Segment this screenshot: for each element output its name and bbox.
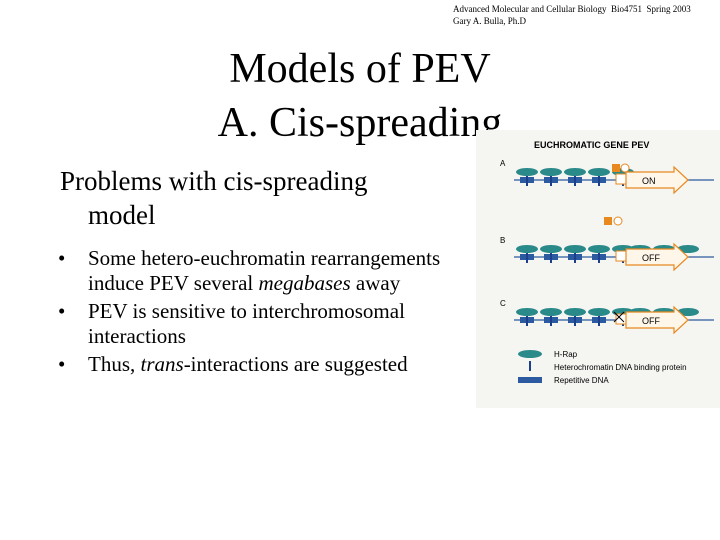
bullet-emphasis: megabases [258, 271, 351, 295]
h-rap-protein [540, 308, 562, 316]
h-rap-protein [516, 308, 538, 316]
bullet-text: Some hetero-euchromatin rearrangements i… [88, 246, 441, 295]
panel-letter: A [500, 159, 506, 168]
bullet-item: • Thus, trans-interactions are suggested [58, 352, 478, 377]
bullet-dot: • [58, 299, 66, 323]
legend-dna-swatch [518, 377, 542, 383]
activator-circle [613, 216, 623, 226]
gene-state: OFF [642, 316, 660, 326]
diagram-panel: A ON [500, 159, 714, 195]
h-rap-protein [588, 245, 610, 253]
h-rap-protein [564, 245, 586, 253]
bullet-dot: • [58, 246, 66, 270]
lead-line2: model [88, 200, 156, 230]
lead-text: Problems with cis-spreading model [60, 164, 480, 232]
diagram-panels: A ON B OFF C OFF [500, 159, 714, 335]
bullet-item: • Some hetero-euchromatin rearrangements … [58, 246, 478, 296]
h-rap-protein [564, 168, 586, 176]
panel-letter: C [500, 299, 506, 308]
gene-state: OFF [642, 253, 660, 263]
panel-letter: B [500, 236, 505, 245]
course-header: Advanced Molecular and Cellular Biology … [453, 3, 691, 27]
diagram-panel: C OFF [500, 299, 714, 335]
h-rap-protein [588, 168, 610, 176]
activator-square [604, 217, 612, 225]
lead-line1: Problems with cis-spreading [60, 166, 368, 196]
gene-arrow [625, 305, 689, 335]
h-rap-protein [677, 308, 699, 316]
block-mark [613, 311, 625, 323]
h-rap-protein [677, 245, 699, 253]
legend-label: Heterochromatin DNA binding protein [554, 363, 687, 372]
legend-label: Repetitive DNA [554, 376, 609, 385]
legend-label: H-Rap [554, 350, 578, 359]
bullet-text-tail: -interactions are suggested [183, 352, 408, 376]
course-header-line2: Gary A. Bulla, Ph.D [453, 16, 526, 26]
course-header-line1: Advanced Molecular and Cellular Biology … [453, 4, 691, 14]
diagram-panel: B OFF [500, 216, 714, 272]
diagram-title: EUCHROMATIC GENE PEV [534, 140, 649, 150]
bullet-emphasis: trans [140, 352, 184, 376]
gene-state: ON [642, 176, 656, 186]
h-rap-protein [564, 308, 586, 316]
bullet-text: Thus, [88, 352, 141, 376]
h-rap-protein [540, 168, 562, 176]
bullet-text: PEV is sensitive to interchromosomal int… [88, 299, 405, 348]
promoter-box [615, 250, 627, 262]
bullet-item: • PEV is sensitive to interchromosomal in… [58, 299, 478, 349]
slide-title-line1: Models of PEV [229, 46, 491, 92]
activator-square [612, 164, 620, 172]
h-rap-protein [588, 308, 610, 316]
h-rap-protein [516, 168, 538, 176]
gene-arrow [625, 165, 689, 195]
bullet-text-tail: away [350, 271, 401, 295]
h-rap-protein [516, 245, 538, 253]
legend-h-rap-swatch [518, 350, 542, 358]
bullet-dot: • [58, 352, 66, 376]
bullet-list: • Some hetero-euchromatin rearrangements … [58, 246, 478, 380]
slide-title-line2: A. Cis-spreading [217, 100, 503, 146]
h-rap-protein [540, 245, 562, 253]
promoter-box [615, 173, 627, 185]
activator-circle [620, 163, 630, 173]
gene-arrow [625, 242, 689, 272]
